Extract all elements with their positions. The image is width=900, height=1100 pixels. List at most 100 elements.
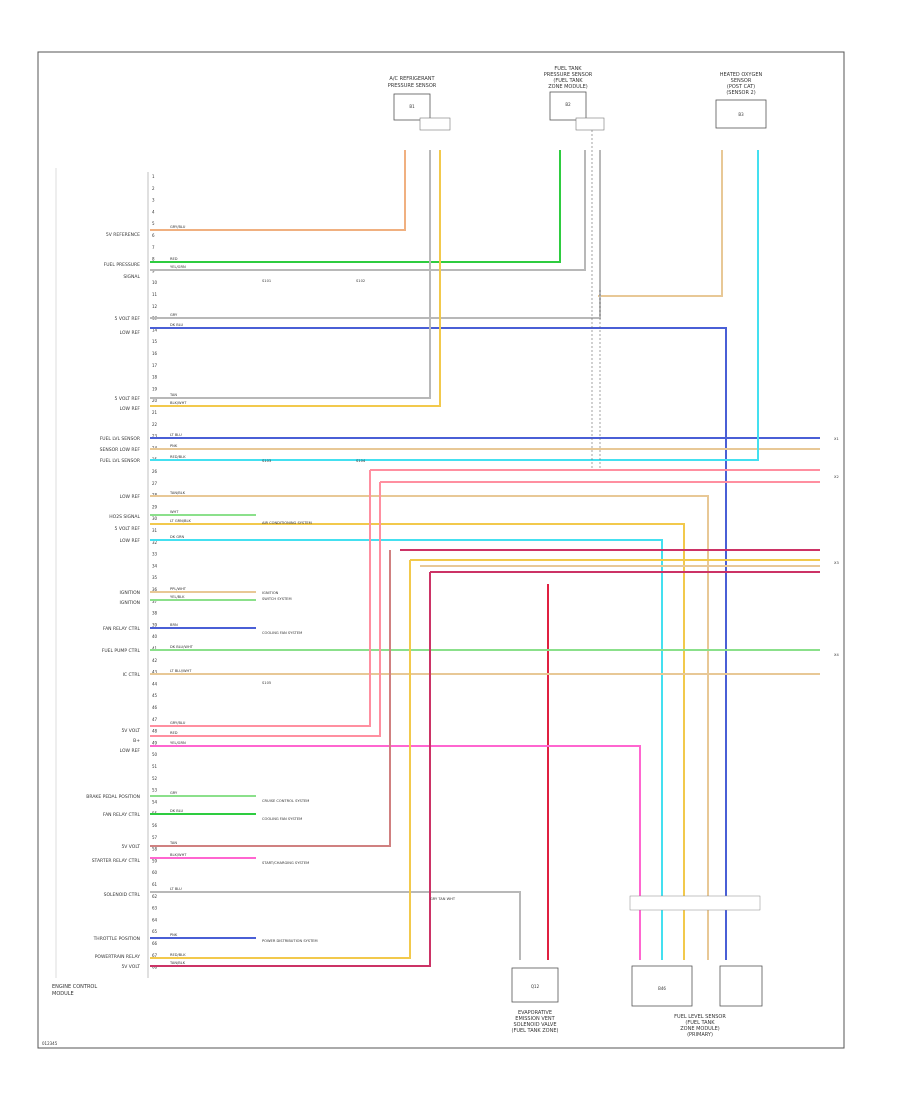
wire-code: BLK/WHT bbox=[170, 401, 187, 405]
bottom-wire-label: GRY TAN WHT bbox=[430, 897, 456, 901]
splice-label: S102 bbox=[356, 279, 365, 283]
wire-code: BLK/WHT bbox=[170, 853, 187, 857]
wire-code: LT BLU bbox=[170, 433, 182, 437]
circuit-label: STARTER RELAY CTRL bbox=[92, 858, 141, 864]
component-title-line-1: FUEL TANK bbox=[554, 66, 582, 72]
pin-number: 24 bbox=[152, 445, 158, 450]
wire-code: TAN bbox=[169, 393, 177, 397]
wire-code: GRY/BLU bbox=[170, 225, 186, 229]
pin-number: 3 bbox=[152, 198, 155, 203]
wire-gray bbox=[150, 150, 601, 319]
pin-number: 49 bbox=[152, 740, 158, 745]
component-title-line-3: (POST CAT) bbox=[727, 84, 755, 90]
pin-number: 23 bbox=[152, 434, 158, 439]
circuit-label: 5V REFERENCE bbox=[106, 232, 140, 238]
wire-code: PNK bbox=[170, 444, 178, 448]
pin-number: 26 bbox=[152, 469, 158, 474]
pin-number: 32 bbox=[152, 540, 158, 545]
pin-number: 65 bbox=[152, 929, 158, 934]
pin-number: 36 bbox=[152, 587, 158, 592]
module-title-line-2: MODULE bbox=[52, 991, 74, 997]
pin-number: 41 bbox=[152, 646, 158, 651]
component-title-line-1: FUEL LEVEL SENSOR bbox=[674, 1014, 726, 1020]
wire-code: GRY/BLU bbox=[170, 721, 186, 725]
circuit-label: FUEL PUMP CTRL bbox=[102, 648, 141, 654]
circuit-label: LOW REF bbox=[120, 330, 141, 336]
wire-code: BRN bbox=[170, 623, 178, 627]
pin-number: 35 bbox=[152, 575, 158, 580]
pin-number: 43 bbox=[152, 670, 158, 675]
circuit-label: LOW REF bbox=[120, 494, 141, 500]
pin-number: 52 bbox=[152, 776, 158, 781]
connector-block bbox=[419, 117, 451, 131]
note-start-charging: START/CHARGING SYSTEM bbox=[262, 861, 309, 865]
circuit-label: 5 VOLT REF bbox=[115, 526, 141, 532]
pin-number: 5 bbox=[152, 221, 155, 226]
component-title-line-4: (SENSOR 2) bbox=[726, 90, 755, 96]
component-title-line-2: SENSOR bbox=[731, 78, 752, 84]
wire-magenta bbox=[150, 745, 641, 960]
pin-number: 10 bbox=[152, 280, 158, 285]
component-tag: Q12 bbox=[531, 984, 540, 989]
component-title-line-3: (FUEL TANK bbox=[553, 78, 583, 84]
connector-label: X4 bbox=[834, 653, 839, 657]
wire-brown bbox=[150, 550, 391, 847]
wire-code: TAN/BLK bbox=[169, 491, 186, 495]
wire-tan bbox=[598, 150, 723, 297]
component-title-line-3: ZONE MODULE) bbox=[680, 1026, 720, 1032]
pin-number: 45 bbox=[152, 693, 158, 698]
pin-number: 48 bbox=[152, 729, 158, 734]
wires bbox=[150, 130, 820, 967]
splice-label: S103 bbox=[262, 459, 271, 463]
pin-number: 34 bbox=[152, 563, 158, 568]
wire-code: YEL/GRN bbox=[170, 741, 186, 745]
module-pin-numbers: 1234567891011121314151617181920212223242… bbox=[152, 174, 158, 970]
pin-number: 56 bbox=[152, 823, 158, 828]
wire-code: YEL/GRN bbox=[170, 265, 186, 269]
component-title-line-2: PRESSURE SENSOR bbox=[544, 72, 593, 78]
pin-number: 17 bbox=[152, 363, 158, 368]
pin-number: 11 bbox=[152, 292, 158, 297]
pin-number: 38 bbox=[152, 611, 158, 616]
wire-code: YEL/BLK bbox=[170, 595, 185, 599]
splice-label: S105 bbox=[262, 681, 271, 685]
pin-number: 21 bbox=[152, 410, 158, 415]
pin-number: 22 bbox=[152, 422, 158, 427]
component-title-line-4: (FUEL TANK ZONE) bbox=[512, 1028, 559, 1034]
circuit-label: FAN RELAY CTRL bbox=[103, 812, 141, 818]
circuit-label: 5 VOLT REF bbox=[115, 316, 141, 322]
wire-code: LT BLU/WHT bbox=[170, 669, 192, 673]
pin-number: 58 bbox=[152, 847, 158, 852]
pin-number: 18 bbox=[152, 375, 158, 380]
bottom-component-fuel-level-sensor: B46 FUEL LEVEL SENSOR (FUEL TANK ZONE MO… bbox=[631, 965, 763, 1038]
wire-code: RED bbox=[170, 257, 178, 261]
circuit-label: 5V VOLT bbox=[121, 728, 140, 734]
component-title-line-3: SOLENOID VALVE bbox=[514, 1022, 557, 1028]
wire-code: TAN bbox=[169, 841, 177, 845]
pin-number: 44 bbox=[152, 681, 158, 686]
pin-number: 31 bbox=[152, 528, 158, 533]
wire-code: LT GRN/BLK bbox=[170, 519, 191, 523]
wire-code: GRY bbox=[170, 791, 178, 795]
pin-number: 51 bbox=[152, 764, 158, 769]
wire-code: DK BLU bbox=[170, 323, 184, 327]
pin-number: 15 bbox=[152, 339, 158, 344]
pin-number: 8 bbox=[152, 257, 155, 262]
connector-block bbox=[575, 117, 605, 131]
component-title-line-2: PRESSURE SENSOR bbox=[388, 83, 437, 89]
wire-gray bbox=[150, 150, 586, 271]
pin-number: 37 bbox=[152, 599, 158, 604]
module-title-line-1: ENGINE CONTROL bbox=[52, 984, 97, 990]
component-title-line-1: A/C REFRIGERANT bbox=[389, 76, 435, 82]
component-title-line-4: ZONE MODULE) bbox=[548, 84, 588, 90]
pin-number: 1 bbox=[152, 174, 155, 179]
top-component-ac-pressure-sensor: A/C REFRIGERANT PRESSURE SENSOR B1 bbox=[388, 76, 437, 121]
component-tag: B2 bbox=[565, 102, 571, 107]
pin-number: 33 bbox=[152, 552, 158, 557]
note-power-distribution: POWER DISTRIBUTION SYSTEM bbox=[262, 939, 318, 943]
circuit-label: LOW REF bbox=[120, 748, 141, 754]
splice-label: S101 bbox=[262, 279, 271, 283]
connector-label: X3 bbox=[834, 561, 839, 565]
circuit-label: 5 VOLT REF bbox=[115, 396, 141, 402]
circuit-label: 5V VOLT bbox=[121, 964, 140, 970]
